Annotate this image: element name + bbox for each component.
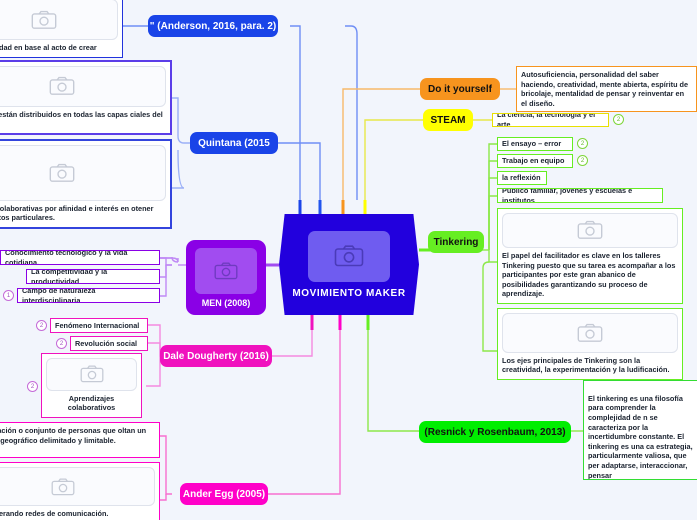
badge-dougherty-1: 2: [56, 338, 67, 349]
ander-egg-child-1-text: exto, operando redes de comunicación.: [0, 509, 109, 519]
node-do-it-yourself[interactable]: Do it yourself: [420, 78, 500, 100]
node-ander-egg-label: Ander Egg (2005): [182, 488, 266, 500]
camera-placeholder-icon: [502, 213, 678, 248]
men-child-2-text: Campo de naturaleza interdisciplinaria: [22, 288, 96, 303]
badge-tinkering-1: 2: [577, 155, 588, 166]
central-node[interactable]: MOVIMIENTO MAKER: [279, 214, 419, 315]
badge-dougherty-2: 2: [27, 381, 38, 392]
tinkering-child-3[interactable]: Público familiar, jóvenes y escuelas e i…: [497, 188, 663, 203]
ander-egg-child-1[interactable]: exto, operando redes de comunicación.: [0, 462, 160, 520]
central-node-label: MOVIMIENTO MAKER: [292, 287, 406, 299]
tinkering-child-3-text: Público familiar, jóvenes y escuelas e i…: [502, 188, 633, 203]
node-men-label: MEN (2008): [201, 297, 251, 308]
camera-placeholder-icon: [46, 358, 137, 391]
camera-placeholder-icon: [0, 467, 155, 507]
badge-steam-0: 2: [613, 114, 624, 125]
quintana-child-1-text: structuras colaborativas por afinidad e …: [0, 203, 154, 223]
node-anderson-label: " (Anderson, 2016, para. 2): [149, 20, 277, 32]
node-tinkering[interactable]: Tinkering: [428, 231, 484, 253]
node-steam-label: STEAM: [430, 114, 466, 126]
tinkering-child-5-text: Los ejes principales de Tinkering son la…: [502, 355, 670, 375]
camera-placeholder-icon: [0, 145, 166, 201]
node-dougherty[interactable]: Dale Dougherty (2016): [160, 345, 272, 367]
node-resnick-label: (Resnick y Rosenbaum, 2013): [424, 426, 566, 438]
tinkering-child-0-text: El ensayo – error: [502, 139, 562, 149]
quintana-child-0[interactable]: os saberes están distribuidos en todas l…: [0, 60, 172, 135]
badge-tinkering-0: 2: [577, 138, 588, 149]
node-tinkering-label: Tinkering: [433, 236, 479, 248]
dougherty-child-2[interactable]: Aprendizajes colaborativos: [41, 353, 142, 418]
tinkering-child-2[interactable]: la reflexión: [497, 171, 547, 185]
ander-egg-child-0[interactable]: a agrupación o conjunto de personas que …: [0, 422, 160, 458]
node-quintana-label: Quintana (2015: [198, 137, 270, 149]
tinkering-child-0[interactable]: El ensayo – error: [497, 137, 573, 151]
dougherty-child-0[interactable]: Fenómeno Internacional: [50, 318, 148, 333]
tinkering-child-2-text: la reflexión: [502, 173, 541, 183]
dougherty-child-0-text: Fenómeno Internacional: [55, 320, 140, 330]
camera-placeholder-icon: [0, 66, 166, 107]
dougherty-child-1-text: Revolución social: [75, 338, 138, 348]
tinkering-child-1-text: Trabajo en equipo: [502, 156, 565, 166]
ander-egg-child-0-text: a agrupación o conjunto de personas que …: [0, 426, 147, 445]
node-quintana[interactable]: Quintana (2015: [190, 132, 278, 154]
resnick-child-0[interactable]: El tinkering es una filosofía para compr…: [583, 380, 697, 480]
node-dougherty-label: Dale Dougherty (2016): [163, 350, 269, 362]
men-child-0-text: Conocimiento tecnológico y la vida cotid…: [5, 250, 128, 265]
men-child-0[interactable]: Conocimiento tecnológico y la vida cotid…: [0, 250, 160, 265]
badge-men-2: 1: [3, 290, 14, 301]
men-child-1-text: La competitividad y la productividad: [31, 269, 108, 284]
tinkering-child-5[interactable]: Los ejes principales de Tinkering son la…: [497, 308, 683, 380]
badge-dougherty-0: 2: [36, 320, 47, 331]
tinkering-child-1[interactable]: Trabajo en equipo: [497, 154, 573, 168]
node-ander-egg[interactable]: Ander Egg (2005): [180, 483, 268, 505]
men-child-1[interactable]: La competitividad y la productividad: [26, 269, 160, 284]
anderson-child-0[interactable]: La identidad en base al acto de crear: [0, 0, 123, 58]
anderson-child-0-text: La identidad en base al acto de crear: [0, 43, 97, 53]
dougherty-child-1[interactable]: Revolución social: [70, 336, 148, 351]
steam-child-0-text: La ciencia, la tecnología y el arte: [497, 113, 596, 127]
steam-child-0[interactable]: La ciencia, la tecnología y el arte: [492, 113, 609, 127]
camera-placeholder-icon: [195, 247, 257, 294]
quintana-child-0-text: os saberes están distribuidos en todas l…: [0, 109, 163, 119]
node-do-it-yourself-label: Do it yourself: [428, 83, 492, 95]
camera-placeholder-icon: [0, 0, 118, 41]
node-resnick[interactable]: (Resnick y Rosenbaum, 2013): [419, 421, 571, 443]
camera-placeholder-icon: [308, 230, 390, 282]
quintana-child-1[interactable]: structuras colaborativas por afinidad e …: [0, 139, 172, 229]
node-men[interactable]: MEN (2008): [186, 240, 266, 315]
dougherty-child-2-text: Aprendizajes colaborativos: [67, 393, 116, 413]
camera-placeholder-icon: [502, 313, 678, 353]
do-it-yourself-child-0-text: Autosuficiencia, personalidad del saber …: [521, 70, 689, 108]
men-child-2[interactable]: Campo de naturaleza interdisciplinaria: [17, 288, 160, 303]
node-steam[interactable]: STEAM: [423, 109, 473, 131]
tinkering-child-4-text: El papel del facilitador es clave en los…: [502, 250, 676, 299]
node-anderson[interactable]: " (Anderson, 2016, para. 2): [148, 15, 278, 37]
resnick-child-0-text: El tinkering es una filosofía para compr…: [588, 393, 693, 480]
tinkering-child-4[interactable]: El papel del facilitador es clave en los…: [497, 208, 683, 304]
do-it-yourself-child-0[interactable]: Autosuficiencia, personalidad del saber …: [516, 66, 697, 112]
